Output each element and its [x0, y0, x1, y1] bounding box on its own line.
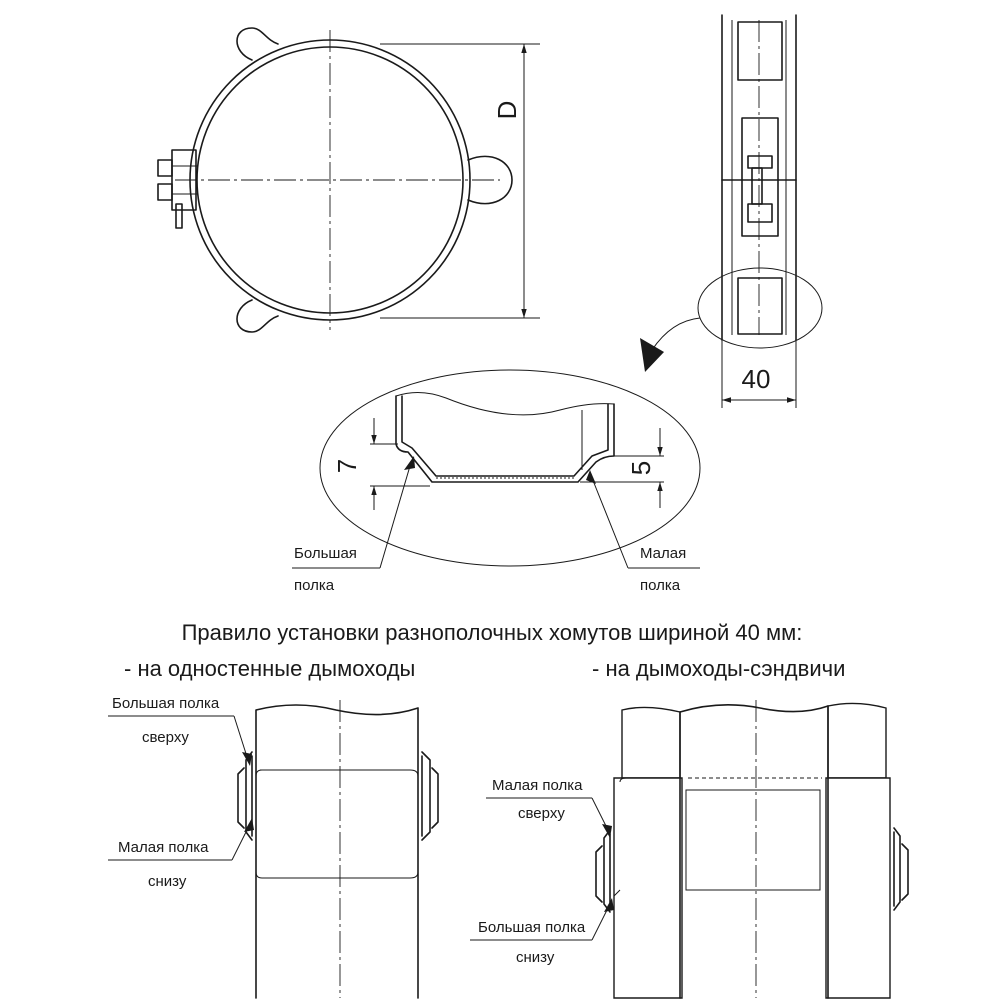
single-wall-subtitle: - на одностенные дымоходы	[124, 656, 415, 681]
sandwich-pipe: Малая полка сверху Большая полка снизу	[470, 700, 909, 999]
single-wall-top-label-line1: Большая полка	[112, 695, 220, 712]
single-wall-pipe: Большая полка сверху Малая полка снизу	[108, 695, 439, 999]
single-wall-bottom-label-line2: снизу	[148, 873, 187, 890]
clamp-bolt	[157, 149, 198, 229]
dim-width-label: 40	[742, 364, 771, 394]
small-flange-label-line1: Малая	[640, 545, 686, 562]
large-flange-label-line1: Большая	[294, 545, 357, 562]
dim-large-flange-label: 7	[332, 459, 362, 473]
sandwich-subtitle: - на дымоходы-сэндвичи	[592, 656, 845, 681]
clamp-front-view: D	[157, 27, 540, 333]
dim-diameter-label: D	[492, 101, 522, 120]
single-wall-top-label-line2: сверху	[142, 729, 189, 746]
sandwich-top-label-line1: Малая полка	[492, 777, 583, 794]
large-flange-label-line2: полка	[294, 577, 335, 594]
sandwich-top-label-line2: сверху	[518, 805, 565, 822]
sandwich-bottom-label-line1: Большая полка	[478, 919, 586, 936]
single-wall-bottom-label-line1: Малая полка	[118, 839, 209, 856]
small-flange-label-line2: полка	[640, 577, 681, 594]
flange-detail: 7 5 Большая полка Малая полка	[292, 369, 701, 594]
installation-rule-title: Правило установки разнополочных хомутов …	[182, 620, 803, 645]
sandwich-bottom-label-line2: снизу	[516, 949, 555, 966]
dim-small-flange-label: 5	[626, 461, 656, 475]
clamp-side-view: 40	[640, 14, 823, 408]
